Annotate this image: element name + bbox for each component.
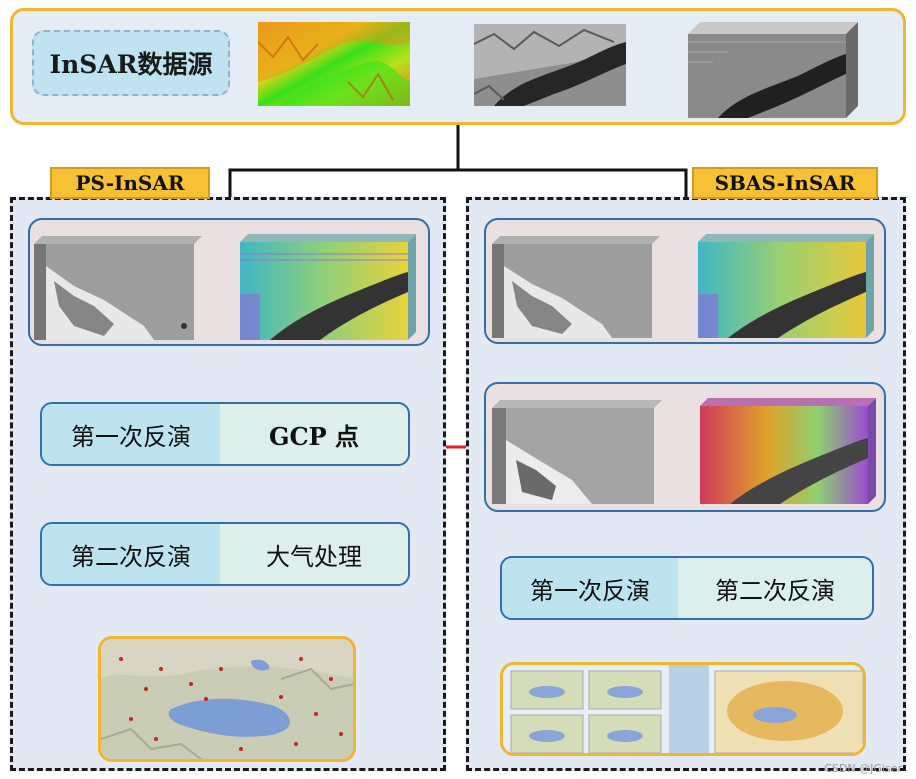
sbas-inversion-step: 第一次反演 第二次反演	[500, 556, 874, 620]
sbas-result-maps	[503, 665, 863, 753]
sbas-first-inversion-label: 第一次反演	[502, 558, 678, 618]
sbas-map-grid	[510, 670, 662, 753]
sbas-interferogram-stack-image	[492, 400, 662, 504]
ps-terrain-map	[101, 639, 353, 759]
sbas-map-panel	[500, 662, 866, 756]
ps-deformation-stack-image	[240, 234, 416, 340]
sar-image	[474, 24, 626, 106]
ps-gcp-label: GCP 点	[269, 421, 359, 451]
ps-first-inversion-step: 第一次反演 GCP 点	[40, 402, 410, 466]
sar-stack-image	[688, 22, 858, 118]
dem-image	[258, 22, 410, 106]
ps-atmosphere-label: 大气处理	[266, 542, 362, 571]
insar-source-label: InSAR数据源	[32, 30, 230, 96]
sbas-sar-stack-image	[492, 236, 660, 338]
ps-insar-tag: PS-InSAR	[50, 167, 210, 199]
sbas-multi-deformation-image	[700, 398, 876, 504]
ps-second-inversion-label: 第二次反演	[42, 524, 220, 584]
watermark: CSDN @JGiser	[824, 762, 902, 775]
sbas-deformation-stack-image	[698, 234, 874, 338]
ps-sar-stack-image	[34, 236, 202, 340]
ps-first-inversion-label: 第一次反演	[42, 404, 220, 464]
ps-map-panel	[98, 636, 356, 762]
sbas-insar-tag: SBAS-InSAR	[692, 167, 878, 199]
sbas-second-inversion-label: 第二次反演	[715, 576, 835, 605]
ps-second-inversion-step: 第二次反演 大气处理	[40, 522, 410, 586]
